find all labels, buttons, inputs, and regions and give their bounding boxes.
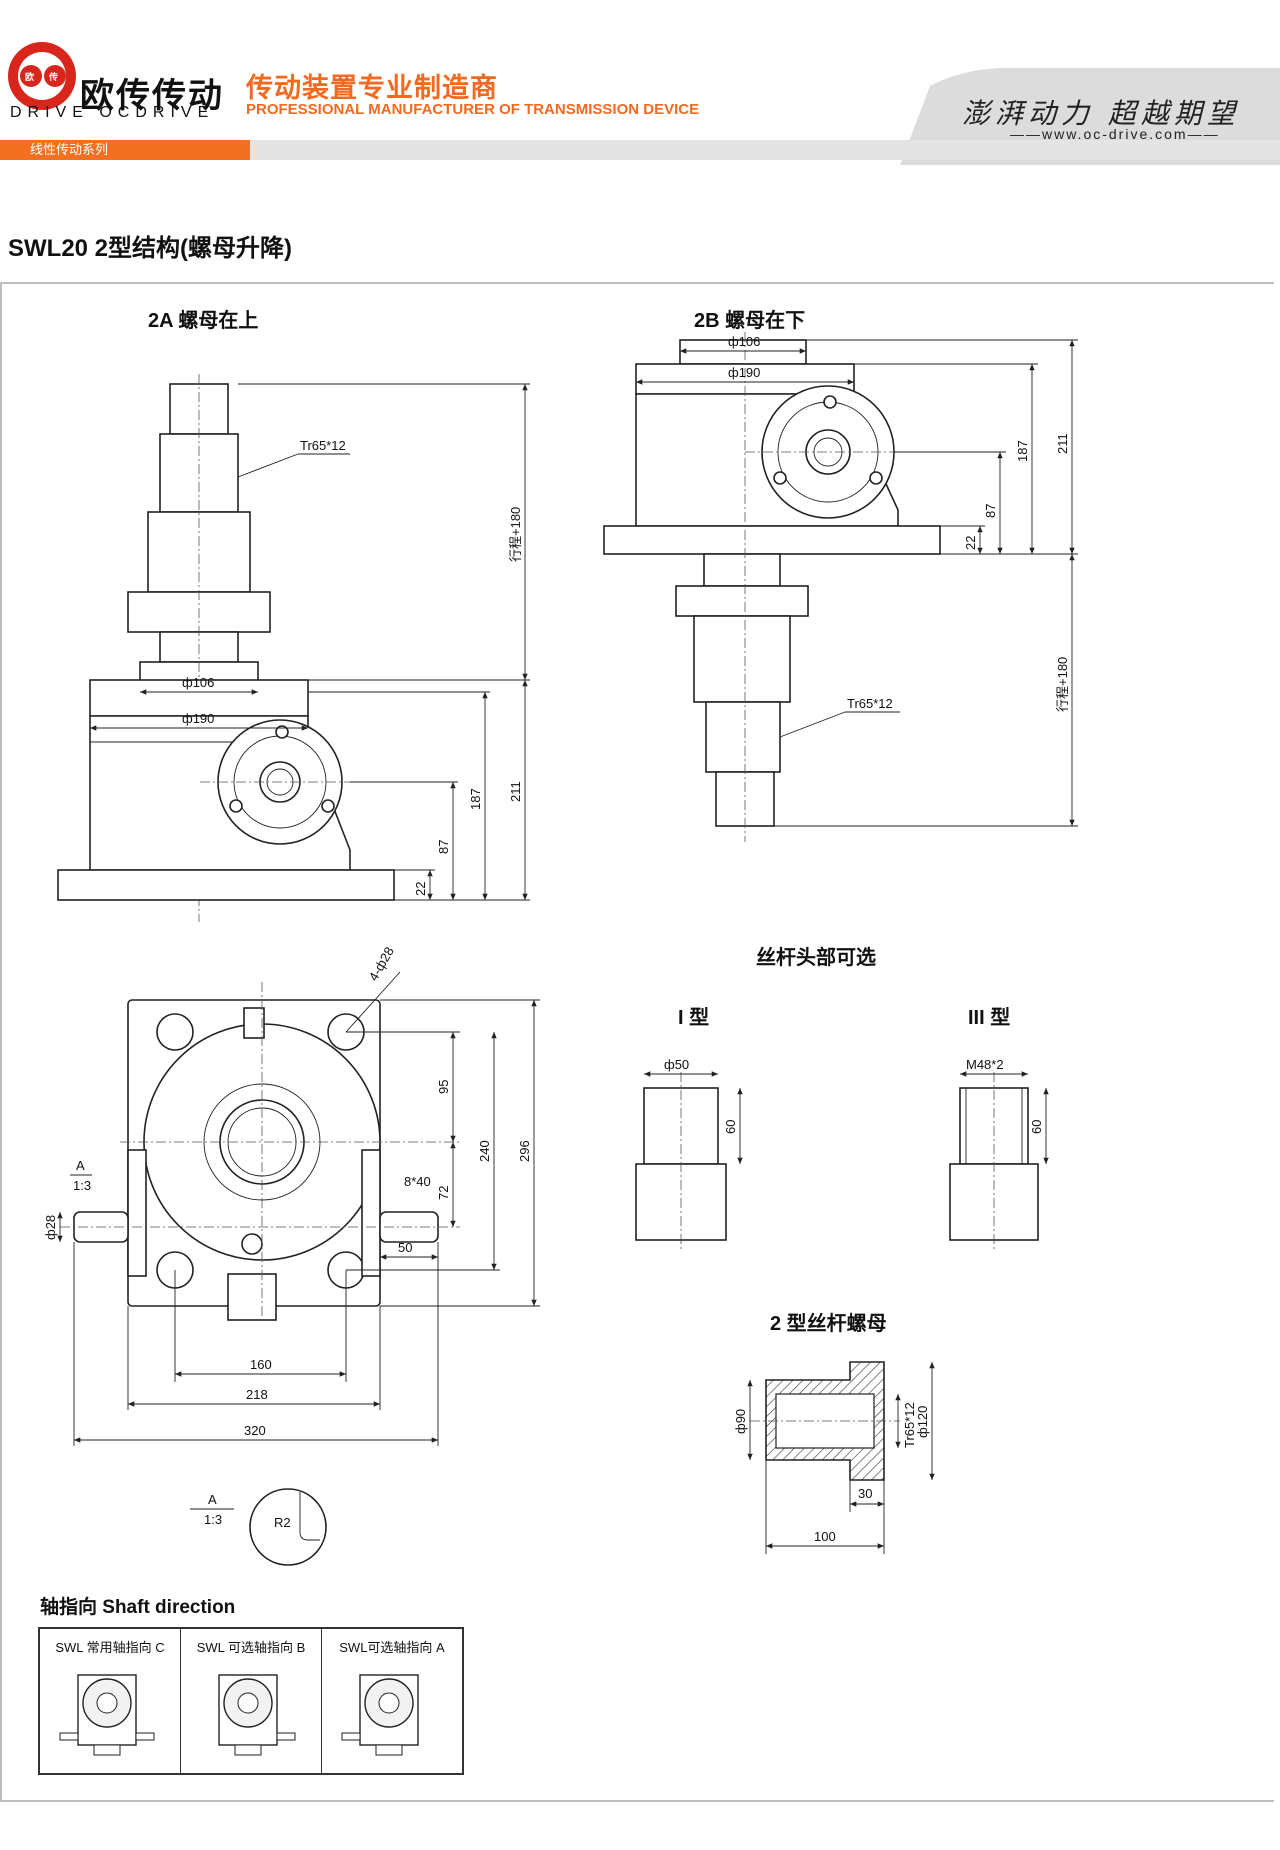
logo-gear-icon (8, 42, 76, 110)
type3-title: III 型 (968, 1006, 1010, 1029)
series-tab[interactable]: 线性传动系列 (0, 140, 250, 160)
view-2b: 2B 螺母在下 Tr65*12 ф106 ф190 211 (603, 308, 1078, 842)
plan-dim-296: 296 (517, 1140, 532, 1162)
plan-detail-scale: 1:3 (73, 1178, 91, 1193)
view-2b-dim-211: 211 (1055, 433, 1070, 454)
view-2b-stroke: 行程+180 (1055, 657, 1070, 712)
screw-heads: 丝杆头部可选 I 型 ф50 60 III 型 M48*2 60 (635, 945, 1049, 1252)
detail-a-scale: 1:3 (204, 1512, 222, 1527)
detail-a: A 1:3 R2 (190, 1488, 327, 1566)
technical-drawing: 2A 螺母在上 Tr65*12 ф106 ф190 行程+ (43, 308, 1078, 1566)
logo-char-1: 欧 (25, 72, 35, 82)
plan-dim-160: 160 (250, 1357, 272, 1372)
logo-char-2: 传 (49, 72, 59, 82)
brand-name-cn: 欧传传动 (80, 77, 224, 115)
shaft-option-b-icon (218, 1674, 296, 1756)
nut-title: 2 型丝杆螺母 (770, 1311, 887, 1335)
view-2b-dim-87: 87 (983, 504, 998, 518)
screw-heads-title: 丝杆头部可选 (756, 945, 876, 969)
view-2a-d190: ф190 (182, 711, 214, 726)
plan-holes: 4-ф28 (366, 944, 397, 983)
type3-thread: M48*2 (966, 1057, 1004, 1072)
view-2a-dim-211: 211 (508, 781, 523, 802)
shaft-option-a[interactable]: SWL可选轴指向 A (322, 1629, 462, 1773)
view-2a-dim-87: 87 (436, 840, 451, 854)
shaft-option-c-label: SWL 常用轴指向 C (55, 1640, 165, 1655)
shaft-option-a-label: SWL可选轴指向 A (339, 1640, 445, 1655)
nut-d120: ф120 (915, 1406, 930, 1438)
view-2a-dim-187: 187 (468, 788, 483, 810)
plan-detail-ref: A (76, 1158, 85, 1173)
shaft-option-b[interactable]: SWL 可选轴指向 B (181, 1629, 322, 1773)
website-link[interactable]: ——www.oc-drive.com—— (1010, 126, 1220, 142)
drawing-frame (0, 282, 1274, 1802)
tagline-cn: 传动装置专业制造商 (246, 73, 498, 103)
logo-chars: 欧 传 (22, 68, 66, 86)
type1-title: I 型 (678, 1006, 709, 1029)
shaft-option-b-label: SWL 可选轴指向 B (196, 1640, 306, 1655)
view-2b-d106: ф106 (728, 334, 760, 349)
detail-a-radius: R2 (274, 1515, 291, 1530)
plan-dim-320: 320 (244, 1423, 266, 1438)
tagline-en: PROFESSIONAL MANUFACTURER OF TRANSMISSIO… (246, 101, 700, 118)
nut-section: 2 型丝杆螺母 ф90 Tr65*12 ф120 30 100 (733, 1311, 935, 1554)
plan-dim-218: 218 (246, 1387, 268, 1402)
view-2a-thread: Tr65*12 (300, 438, 346, 453)
view-2a-dim-22: 22 (413, 882, 428, 896)
view-2b-title: 2B 螺母在下 (694, 308, 805, 332)
nut-dim-30: 30 (858, 1486, 872, 1501)
page-title: SWL20 2型结构(螺母升降) (8, 235, 293, 262)
plan-key: 8*40 (404, 1174, 431, 1189)
plan-dim-50: 50 (398, 1240, 412, 1255)
nut-dim-100: 100 (814, 1529, 836, 1544)
view-2b-d190: ф190 (728, 365, 760, 380)
plan-dim-240: 240 (477, 1140, 492, 1162)
type3-length: 60 (1029, 1120, 1044, 1134)
slogan: 澎湃动力 超越期望 (962, 97, 1240, 130)
shaft-direction-title: 轴指向 Shaft direction (40, 1597, 236, 1618)
shaft-option-c-icon (59, 1674, 155, 1756)
shaft-direction-table: SWL 常用轴指向 C SWL 可选轴指向 B SWL可选轴指向 A (38, 1627, 464, 1775)
website-text: www.oc-drive.com (1042, 126, 1188, 142)
type1-dia: ф50 (664, 1057, 689, 1072)
view-2b-dim-22: 22 (963, 536, 978, 550)
plan-dim-72: 72 (436, 1186, 451, 1200)
view-2a-stroke: 行程+180 (508, 507, 523, 562)
view-2a-title: 2A 螺母在上 (148, 308, 258, 332)
plan-view: 4-ф28 8*40 95 240 296 72 50 ф28 A 1:3 16… (43, 944, 540, 1446)
brand-name-en: DRIVE OCDRIVE (10, 104, 215, 121)
view-2b-thread: Tr65*12 (847, 696, 893, 711)
shaft-option-a-icon (341, 1674, 419, 1756)
plan-dim-95: 95 (436, 1080, 451, 1094)
nut-thread: Tr65*12 (902, 1402, 917, 1448)
nut-d90: ф90 (733, 1409, 748, 1434)
view-2a: 2A 螺母在上 Tr65*12 ф106 ф190 行程+ (57, 308, 530, 922)
type1-length: 60 (723, 1120, 738, 1134)
header-band (8, 42, 1280, 165)
shaft-option-c[interactable]: SWL 常用轴指向 C (40, 1629, 181, 1773)
detail-a-ref: A (208, 1492, 217, 1507)
view-2a-d106: ф106 (182, 675, 214, 690)
view-2b-dim-187: 187 (1015, 440, 1030, 462)
plan-shaft-dia: ф28 (43, 1215, 58, 1240)
